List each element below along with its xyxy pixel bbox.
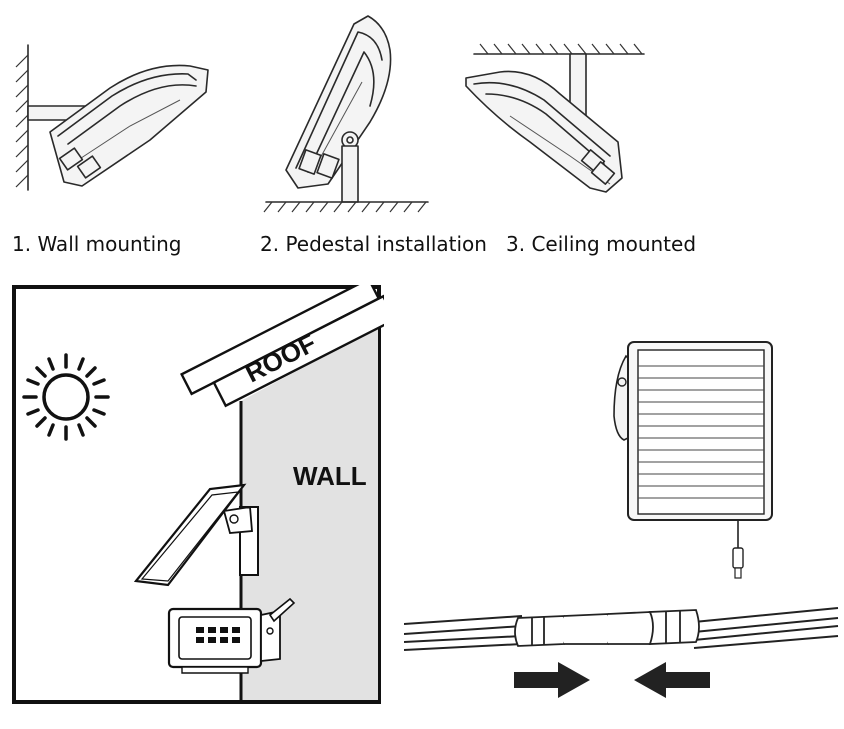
wall-label: WALL <box>293 461 367 491</box>
solar-panel-illustration <box>613 341 773 579</box>
arrow-right-icon <box>514 662 590 698</box>
wall-surface <box>241 327 378 700</box>
caption-wall-mounting: 1. Wall mounting <box>12 232 182 256</box>
caption-ceiling-mounted: 3. Ceiling mounted <box>506 232 697 256</box>
wall-solar-panel <box>133 483 259 587</box>
arrow-left-icon <box>634 662 710 698</box>
installation-scene: ROOF WALL <box>12 285 384 704</box>
pedestal-mount-illustration <box>263 15 429 213</box>
roof <box>180 285 384 408</box>
wall-mount-illustration <box>15 44 209 191</box>
sun-icon <box>22 353 110 441</box>
ceiling-mount-illustration <box>465 43 645 193</box>
caption-pedestal-installation: 2. Pedestal installation <box>260 232 487 256</box>
wall-floodlight <box>167 597 296 674</box>
cable-connector-illustration <box>404 607 839 698</box>
